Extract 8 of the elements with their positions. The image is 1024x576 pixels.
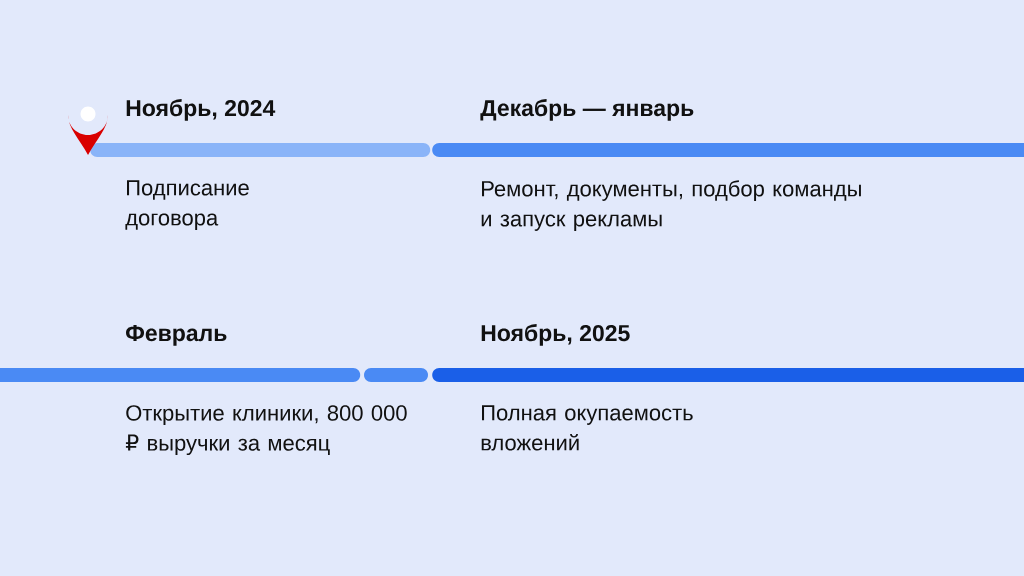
period-heading: Ноябрь, 2024 — [126, 99, 276, 121]
period-description: Подписание договора — [125, 180, 249, 230]
period-description: Ремонт, документы, подбор команды и запуск рекламы — [481, 180, 861, 231]
period-heading: Февраль — [126, 325, 227, 346]
period-description: Открытие клиники, 800 000 ₽ выручки за месяц — [125, 405, 407, 456]
period-heading: Ноябрь, 2025 — [481, 324, 630, 346]
period-description: Полная окупаемость вложений — [481, 405, 693, 451]
period-heading: Декабрь — январь — [480, 99, 694, 121]
